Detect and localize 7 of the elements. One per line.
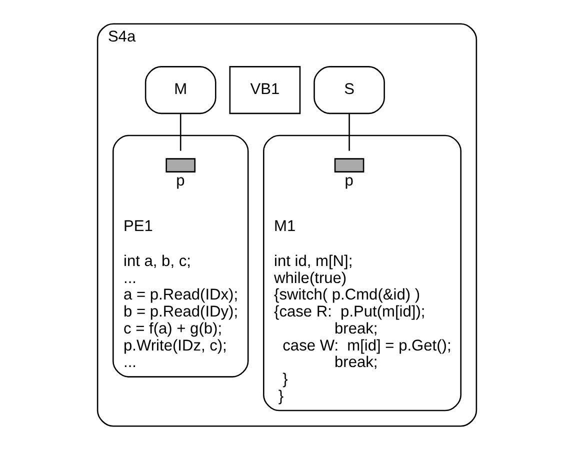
node-box: S [314,66,385,114]
node-label: p [176,172,185,190]
node-label: p [344,172,354,190]
connector [348,114,350,151]
connector [180,114,182,151]
node-box: VB1 [229,66,301,114]
node-box: M [144,66,216,114]
